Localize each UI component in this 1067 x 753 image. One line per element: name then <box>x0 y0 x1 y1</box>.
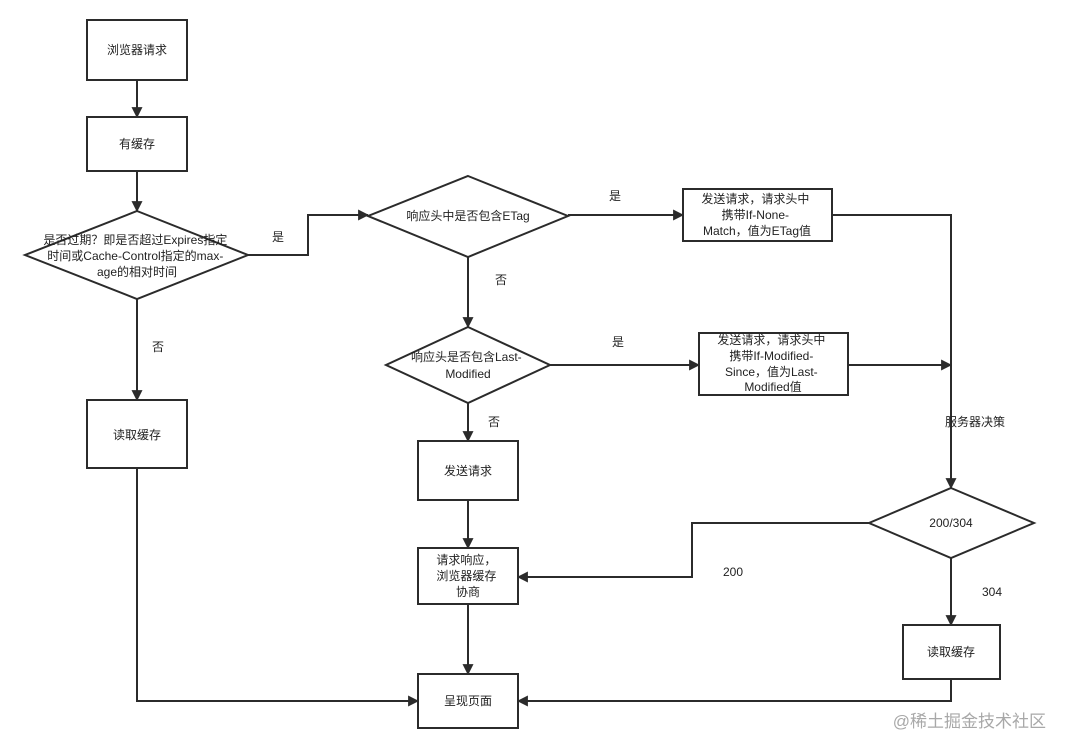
node-read-cache-right: 读取缓存 <box>902 624 1001 680</box>
edge-if-none-match-to-status <box>832 214 957 490</box>
node-etag-check-text: 响应头中是否包含ETag <box>406 208 529 223</box>
node-send-if-none-match-line: Match，值为ETag值 <box>703 223 811 238</box>
label-last-modified-yes: 是 <box>612 335 624 349</box>
label-status-304: 304 <box>982 585 1002 599</box>
node-browser-request-line: 浏览器请求 <box>107 42 167 57</box>
node-render-page: 呈现页面 <box>417 673 519 729</box>
label-expired-no: 否 <box>152 340 164 354</box>
node-etag-check: 响应头中是否包含ETag <box>365 174 571 259</box>
node-expired-check: 是否过期？即是否超过Expires指定 时间或Cache-Control指定的m… <box>22 209 251 301</box>
node-send-if-none-match-line: 发送请求，请求头中 <box>701 191 809 206</box>
edge-labels: 是 否 是 否 是 否 服务器决策 200 304 <box>152 189 1005 599</box>
node-browser-request-box <box>86 19 188 81</box>
node-read-cache-left-box <box>86 399 188 469</box>
node-browser-request-text: 浏览器请求 <box>107 42 167 57</box>
node-response-negotiation-line: 协商 <box>456 584 480 599</box>
node-response-negotiation-text: 请求响应， 浏览器缓存 协商 <box>436 552 499 599</box>
label-server-decision: 服务器决策 <box>945 414 1005 429</box>
node-render-page-box <box>417 673 519 729</box>
node-status-check-text: 200/304 <box>929 516 973 530</box>
node-status-check-line: 200/304 <box>929 516 973 530</box>
node-read-cache-right-text: 读取缓存 <box>927 645 975 659</box>
node-response-negotiation-box <box>417 547 519 605</box>
node-status-check-diamond <box>866 486 1037 560</box>
node-response-negotiation: 请求响应， 浏览器缓存 协商 <box>417 547 519 605</box>
node-send-request-line: 发送请求 <box>444 463 492 478</box>
node-send-if-modified-since-box <box>698 332 849 396</box>
node-response-negotiation-line: 浏览器缓存 <box>436 568 496 583</box>
node-has-cache: 有缓存 <box>86 116 188 172</box>
node-read-cache-right-line: 读取缓存 <box>927 645 975 659</box>
node-send-if-none-match-line: 携带If-None- <box>722 207 789 222</box>
label-etag-yes: 是 <box>609 189 621 203</box>
node-last-modified-check-diamond <box>383 325 553 405</box>
node-render-page-text: 呈现页面 <box>444 694 492 708</box>
node-send-if-modified-since-text: 发送请求，请求头中 携带If-Modified- Since，值为Last- M… <box>717 332 828 394</box>
edge-read-cache-right-to-render <box>516 679 952 707</box>
node-send-if-none-match: 发送请求，请求头中 携带If-None- Match，值为ETag值 <box>682 188 833 242</box>
node-expired-check-line: age的相对时间 <box>97 264 177 279</box>
node-render-page-line: 呈现页面 <box>444 694 492 708</box>
node-read-cache-left-text: 读取缓存 <box>113 428 161 442</box>
node-send-if-modified-since: 发送请求，请求头中 携带If-Modified- Since，值为Last- M… <box>698 332 849 396</box>
label-etag-no: 否 <box>495 273 507 287</box>
edge-read-cache-to-render <box>136 468 420 707</box>
edge-status-200-to-response <box>516 522 869 583</box>
node-etag-check-line: 响应头中是否包含ETag <box>406 208 529 223</box>
node-expired-check-diamond <box>22 209 251 301</box>
node-expired-check-text: 是否过期？即是否超过Expires指定 时间或Cache-Control指定的m… <box>43 232 230 279</box>
node-read-cache-right-box <box>902 624 1001 680</box>
label-last-modified-no: 否 <box>488 415 500 429</box>
node-last-modified-check: 响应头是否包含Last- Modified <box>383 325 553 405</box>
node-expired-check-line: 是否过期？即是否超过Expires指定 <box>43 232 227 247</box>
edges <box>131 80 957 707</box>
node-send-request-text: 发送请求 <box>444 463 492 478</box>
node-send-if-modified-since-line: Modified值 <box>744 379 801 394</box>
node-expired-check-line: 时间或Cache-Control指定的max- <box>47 248 223 263</box>
node-has-cache-box <box>86 116 188 172</box>
node-read-cache-left: 读取缓存 <box>86 399 188 469</box>
node-send-request-box <box>417 440 519 501</box>
node-send-if-none-match-box <box>682 188 833 242</box>
node-read-cache-left-line: 读取缓存 <box>113 428 161 442</box>
edge-expired-yes-to-etag <box>248 209 370 256</box>
node-etag-check-diamond <box>365 174 571 259</box>
node-send-if-modified-since-line: Since，值为Last- <box>725 364 818 379</box>
node-has-cache-line: 有缓存 <box>119 137 155 151</box>
node-last-modified-check-line: Modified <box>445 367 490 381</box>
node-has-cache-text: 有缓存 <box>119 137 155 151</box>
node-send-if-none-match-text: 发送请求，请求头中 携带If-None- Match，值为ETag值 <box>701 191 812 238</box>
watermark-text: @稀土掘金技术社区 <box>893 712 1046 731</box>
node-browser-request: 浏览器请求 <box>86 19 188 81</box>
node-send-request: 发送请求 <box>417 440 519 501</box>
node-send-if-modified-since-line: 携带If-Modified- <box>729 348 813 363</box>
node-response-negotiation-line: 请求响应， <box>436 552 496 567</box>
label-status-200: 200 <box>723 565 743 579</box>
node-last-modified-check-text: 响应头是否包含Last- Modified <box>411 349 525 381</box>
node-send-if-modified-since-line: 发送请求，请求头中 <box>717 332 825 347</box>
node-status-check: 200/304 <box>866 486 1037 560</box>
label-expired-yes: 是 <box>272 230 284 244</box>
node-last-modified-check-line: 响应头是否包含Last- <box>411 349 522 364</box>
